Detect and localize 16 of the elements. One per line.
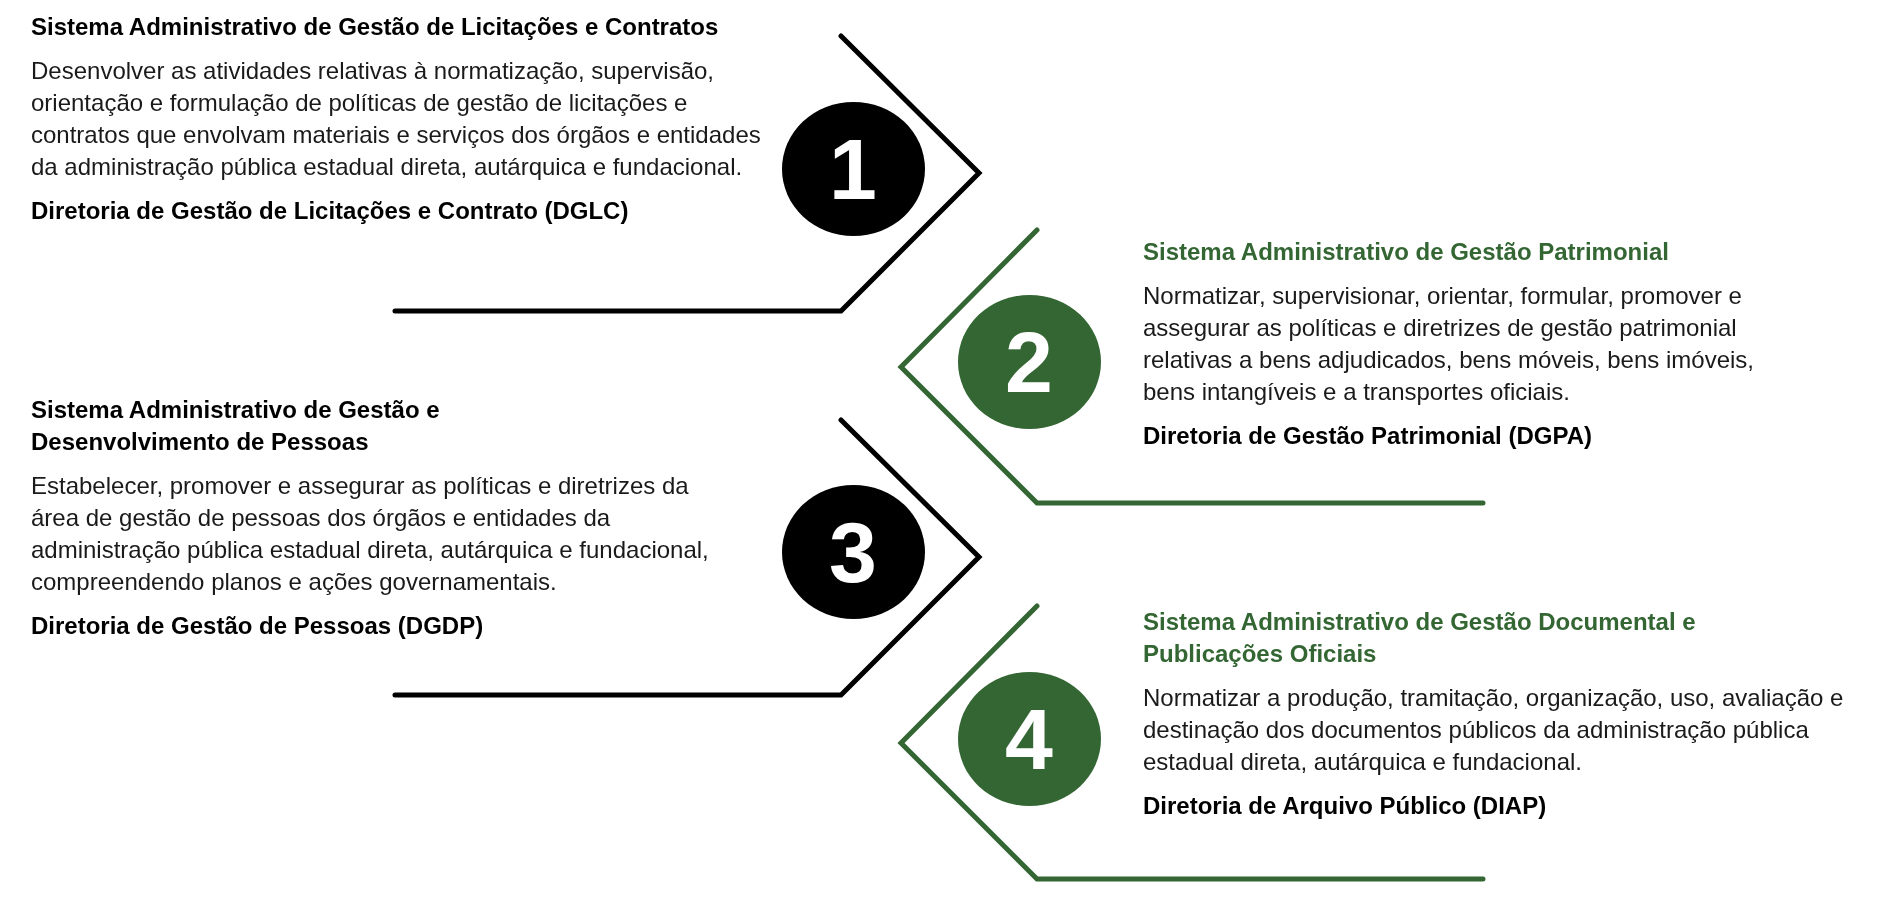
section-description: Normatizar, supervisionar, orientar, formular, promover e assegurar as políticas e diretrizes de gestão patrimonial relativas a bens adjudicados, bens móveis, bens imóveis, bens intangíveis e a transportes oficiais. bbox=[1143, 281, 1755, 407]
section-description: Estabelecer, promover e assegurar as políticas e diretrizes da área de gestão de pessoas dos órgãos e entidades da administração pública estadual direta, autárquica e fundacional, compreendendo planos e ações governamentais. bbox=[31, 471, 710, 597]
step-number: 4 bbox=[1005, 696, 1053, 782]
step-number: 3 bbox=[829, 509, 877, 595]
section-description: Normatizar a produção, tramitação, organização, uso, avaliação e destinação dos documentos públicos da administração pública estadual direta, autárquica e fundacional. bbox=[1143, 683, 1845, 777]
department-name: Diretoria de Gestão Patrimonial (DGPA) bbox=[1143, 421, 1592, 451]
step-number: 1 bbox=[829, 126, 877, 212]
section-title: Sistema Administrativo de Gestão Patrimonial bbox=[1143, 237, 1669, 267]
department-name: Diretoria de Gestão de Pessoas (DGDP) bbox=[31, 611, 484, 641]
section-title: Sistema Administrativo de Gestão de Licitações e Contratos bbox=[31, 12, 719, 42]
section-title: Sistema Administrativo de Gestão Documental e Publicações Oficiais bbox=[1143, 607, 1697, 669]
department-name: Diretoria de Gestão de Licitações e Contrato (DGLC) bbox=[31, 196, 629, 226]
department-name: Diretoria de Arquivo Público (DIAP) bbox=[1143, 791, 1547, 821]
section-description: Desenvolver as atividades relativas à normatização, supervisão, orientação e formulação de políticas de gestão de licitações e contratos que envolvam materiais e serviços dos órgãos e entidades da administração pública estadual direta, autárquica e fundacional. bbox=[31, 56, 761, 182]
step-number: 2 bbox=[1005, 319, 1053, 405]
section-title: Sistema Administrativo de Gestão e Desenvolvimento de Pessoas bbox=[31, 395, 441, 457]
